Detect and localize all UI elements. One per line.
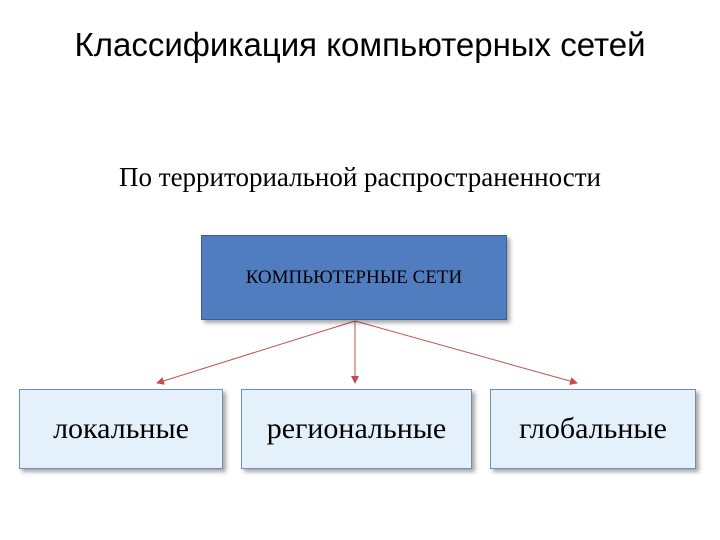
slide-subtitle: По территориальной распространенности: [119, 162, 601, 192]
node-global-networks: глобальные: [490, 389, 696, 469]
slide-title: Классификация компьютерных сетей: [74, 26, 646, 63]
node-label-regional: региональные: [266, 412, 447, 445]
node-label-local: локальные: [53, 412, 189, 445]
root-node-computer-networks: КОМПЬЮТЕРНЫЕ СЕТИ: [201, 235, 507, 320]
node-label-global: глобальные: [519, 412, 667, 445]
arrow-to-global: [354, 320, 578, 385]
root-node-label: КОМПЬЮТЕРНЫЕ СЕТИ: [245, 266, 463, 288]
node-regional-networks: региональные: [241, 389, 472, 469]
arrow-to-local: [156, 320, 356, 385]
node-local-networks: локальные: [19, 389, 223, 469]
